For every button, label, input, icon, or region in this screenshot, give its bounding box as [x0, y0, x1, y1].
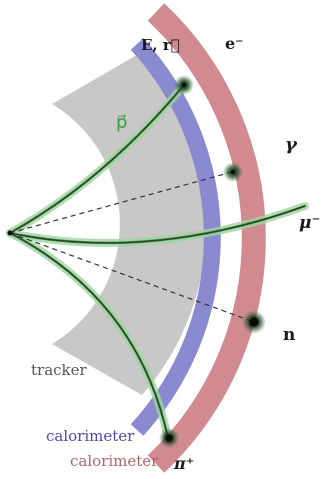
energy-position-label: E, r⃗: [141, 36, 180, 54]
energy-deposits: [159, 75, 266, 448]
muon-track-line: [9, 205, 306, 244]
photon-dashed-line: [9, 171, 233, 234]
electron-deposit-dot: [181, 82, 187, 88]
pion-track-line: [9, 232, 169, 439]
interaction-vertex: [7, 230, 13, 236]
tracker-region: [52, 52, 207, 395]
track-lines: [9, 84, 306, 439]
momentum-label: p⃗: [116, 112, 127, 133]
photon-deposit-dot: [230, 169, 236, 175]
neutron-label: n: [283, 325, 295, 345]
hadronic-calorimeter-label: calorimeter: [70, 452, 159, 470]
pion-label: π⁺: [173, 454, 194, 473]
electron-label: e⁻: [225, 34, 244, 53]
pion-deposit-dot: [165, 434, 173, 442]
neutron-dashed-line: [9, 232, 255, 323]
muon-label: μ⁻: [299, 213, 320, 233]
em-calorimeter-label: calorimeter: [46, 427, 135, 445]
tracker-label: tracker: [31, 361, 88, 379]
hadronic-calorimeter-ring: [147, 3, 266, 473]
electron-track-line: [9, 84, 185, 234]
photon-label: γ: [285, 134, 298, 155]
neutron-deposit-dot: [249, 317, 259, 327]
